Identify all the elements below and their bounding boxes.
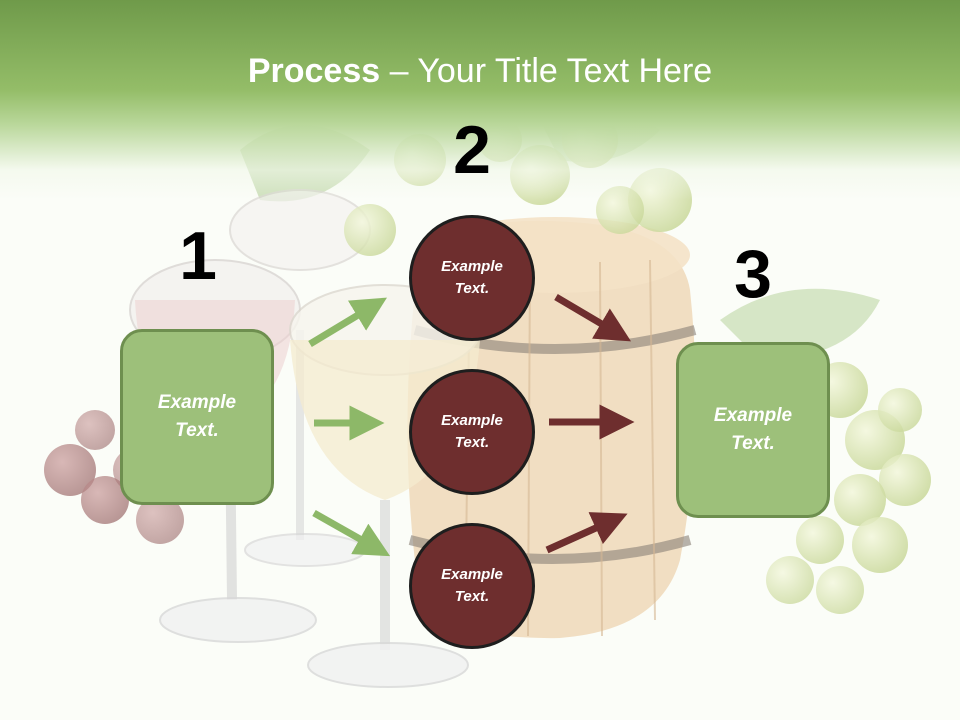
slide-title-rest: – Your Title Text Here <box>380 52 713 90</box>
middle-circle-text: Example Text. <box>441 411 503 452</box>
bottom-circle[interactable]: Example Text. <box>409 523 535 649</box>
top-circle[interactable]: Example Text. <box>409 215 535 341</box>
arrow-from-bottom-circle <box>545 512 628 554</box>
slide-title: Process – Your Title Text Here <box>0 52 960 91</box>
step-number-1: 1 <box>179 218 217 294</box>
bottom-circle-text: Example Text. <box>441 565 503 606</box>
slide-title-bold: Process <box>247 52 381 90</box>
arrow-to-top-circle <box>308 297 387 347</box>
arrow-to-bottom-circle <box>312 509 391 557</box>
step-number-3: 3 <box>734 236 772 312</box>
arrow-from-top-circle <box>554 293 632 342</box>
middle-circle[interactable]: Example Text. <box>409 369 535 495</box>
step-number-2: 2 <box>453 112 491 188</box>
left-text-box[interactable]: Example Text. <box>120 329 274 505</box>
header-band <box>0 0 960 200</box>
right-text-box[interactable]: Example Text. <box>676 342 830 518</box>
right-box-text: Example Text. <box>713 404 793 455</box>
left-box-text: Example Text. <box>157 391 237 442</box>
top-circle-text: Example Text. <box>441 257 503 298</box>
